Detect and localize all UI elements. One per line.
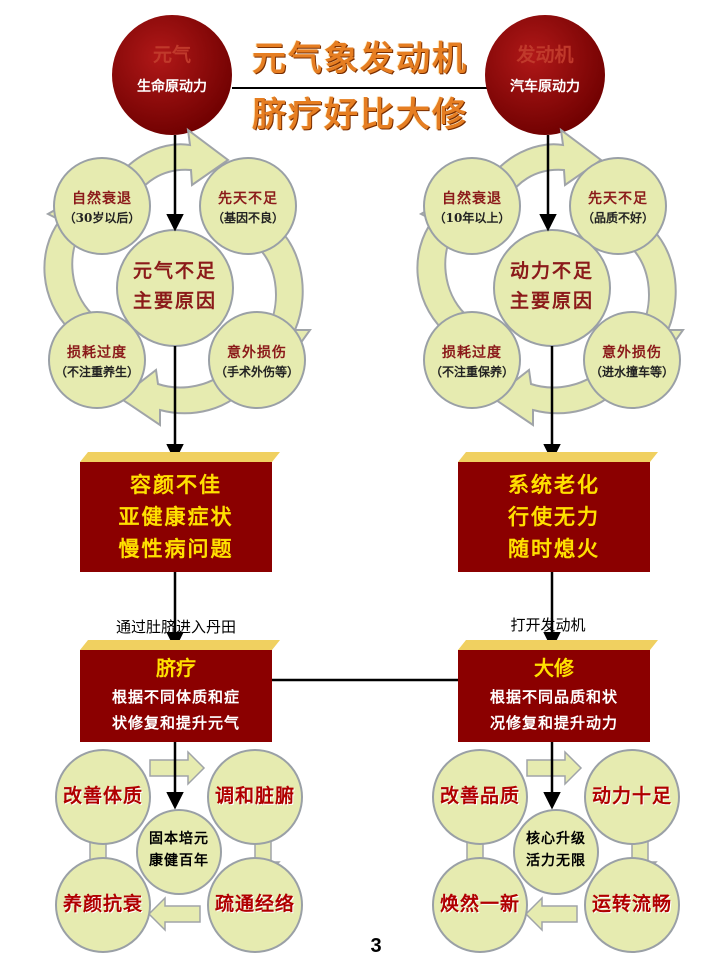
left-therapy-box bbox=[80, 650, 272, 742]
left-petal-accident-circle bbox=[208, 311, 306, 409]
right-petal-accident-label: 意外损伤 bbox=[602, 345, 662, 361]
left-symptom-box bbox=[80, 462, 272, 572]
right-outcome-renewed-circle bbox=[432, 857, 528, 953]
right-petal-congenital-label: 先天不足 bbox=[588, 191, 648, 207]
left-outcome-antiaging-circle bbox=[55, 857, 151, 953]
right-outcome-quality-circle bbox=[432, 749, 528, 845]
right-petal-decline-circle bbox=[423, 157, 521, 255]
left-box2-title: 脐疗 bbox=[156, 656, 196, 680]
left-box2-line1: 根据不同体质和症 bbox=[111, 688, 240, 706]
left-petal-overuse-label: 损耗过度 bbox=[67, 345, 127, 361]
right-box-line1: 系统老化 bbox=[508, 472, 600, 497]
left-outcome-organs-circle bbox=[207, 749, 303, 845]
right-petal-overuse-sub: （不注重保养） bbox=[429, 365, 514, 379]
right-outcome-label-1: 改善品质 bbox=[439, 785, 520, 807]
right-petal-decline-label: 自然衰退 bbox=[442, 191, 502, 207]
left-box-line1: 容颜不佳 bbox=[130, 472, 222, 497]
left-outcome-center-line2: 康健百年 bbox=[149, 853, 209, 869]
left-petal-decline-circle bbox=[53, 157, 151, 255]
left-box2-line2: 状修复和提升元气 bbox=[111, 714, 240, 732]
left-outcome-constitution-circle bbox=[55, 749, 151, 845]
right-outcome-label-3: 焕然一新 bbox=[439, 893, 520, 915]
right-edge-label: 打开发动机 bbox=[510, 616, 586, 634]
left-petal-congenital-sub: （基因不良） bbox=[211, 211, 284, 225]
qi-circle bbox=[112, 15, 232, 135]
right-center-line1: 动力不足 bbox=[509, 260, 594, 282]
right-petal-accident-circle bbox=[583, 311, 681, 409]
left-outcome-meridians-circle bbox=[207, 857, 303, 953]
right-outcome-center-line2: 活力无限 bbox=[526, 853, 586, 869]
right-petal-decline-sub: （10年以上） bbox=[433, 211, 511, 225]
right-petal-overuse-circle bbox=[423, 311, 521, 409]
right-box2-top-face bbox=[458, 640, 658, 650]
right-outcome-power-circle bbox=[584, 749, 680, 845]
left-petal-accident-label: 意外损伤 bbox=[227, 345, 287, 361]
right-center-line2: 主要原因 bbox=[509, 290, 594, 312]
engine-circle bbox=[485, 15, 605, 135]
right-petal-accident-sub: （进水撞车等） bbox=[589, 365, 674, 379]
right-symptom-box bbox=[458, 462, 650, 572]
engine-subtitle: 汽车原动力 bbox=[510, 79, 580, 95]
left-box-line2: 亚健康症状 bbox=[118, 504, 234, 529]
right-outcome-label-4: 运转流畅 bbox=[591, 893, 672, 915]
right-outcome-label-2: 动力十足 bbox=[591, 785, 672, 807]
left-outcome-center-line1: 固本培元 bbox=[149, 831, 209, 847]
right-outcome-smooth-circle bbox=[584, 857, 680, 953]
left-box-line3: 慢性病问题 bbox=[118, 536, 234, 561]
left-petal-accident-sub: （手术外伤等） bbox=[214, 365, 299, 379]
right-petal-congenital-sub: （品质不好） bbox=[581, 211, 654, 225]
right-box2-line2: 况修复和提升动力 bbox=[489, 714, 618, 732]
page-number: 3 bbox=[370, 935, 382, 957]
right-outcome-center-circle bbox=[513, 809, 599, 895]
left-petal-overuse-sub: （不注重养生） bbox=[54, 365, 139, 379]
right-center-circle bbox=[493, 229, 611, 347]
left-outcome-label-3: 养颜抗衰 bbox=[62, 893, 143, 915]
left-center-line1: 元气不足 bbox=[132, 260, 217, 282]
left-outcome-label-1: 改善体质 bbox=[62, 785, 143, 807]
left-petal-overuse-circle bbox=[48, 311, 146, 409]
right-box2-title: 大修 bbox=[534, 656, 574, 680]
right-repair-box bbox=[458, 650, 650, 742]
left-petal-congenital-label: 先天不足 bbox=[218, 191, 278, 207]
left-outcome-center-circle bbox=[136, 809, 222, 895]
main-title-line2: 脐疗好比大修 bbox=[252, 95, 468, 135]
left-outcome-label-4: 疏通经络 bbox=[214, 893, 295, 915]
qi-title: 元气 bbox=[152, 44, 191, 66]
left-edge-label: 通过肚脐进入丹田 bbox=[115, 618, 236, 636]
left-center-line2: 主要原因 bbox=[132, 290, 217, 312]
right-outcome-center-line1: 核心升级 bbox=[526, 831, 586, 847]
right-box-top-face bbox=[458, 452, 658, 462]
engine-title: 发动机 bbox=[516, 44, 574, 66]
left-petal-congenital-circle bbox=[199, 157, 297, 255]
main-title-line1: 元气象发动机 bbox=[252, 39, 468, 79]
right-box-line2: 行使无力 bbox=[508, 504, 600, 529]
right-box2-line1: 根据不同品质和状 bbox=[489, 688, 618, 706]
qi-subtitle: 生命原动力 bbox=[137, 79, 207, 95]
right-petal-congenital-circle bbox=[569, 157, 667, 255]
left-petal-decline-label: 自然衰退 bbox=[72, 191, 132, 207]
right-petal-overuse-label: 损耗过度 bbox=[442, 345, 502, 361]
left-outcome-label-2: 调和脏腑 bbox=[214, 785, 295, 807]
right-box-line3: 随时熄火 bbox=[508, 536, 600, 561]
left-box2-top-face bbox=[80, 640, 280, 650]
left-petal-decline-sub: （30岁以后） bbox=[63, 211, 141, 225]
left-box-top-face bbox=[80, 452, 280, 462]
